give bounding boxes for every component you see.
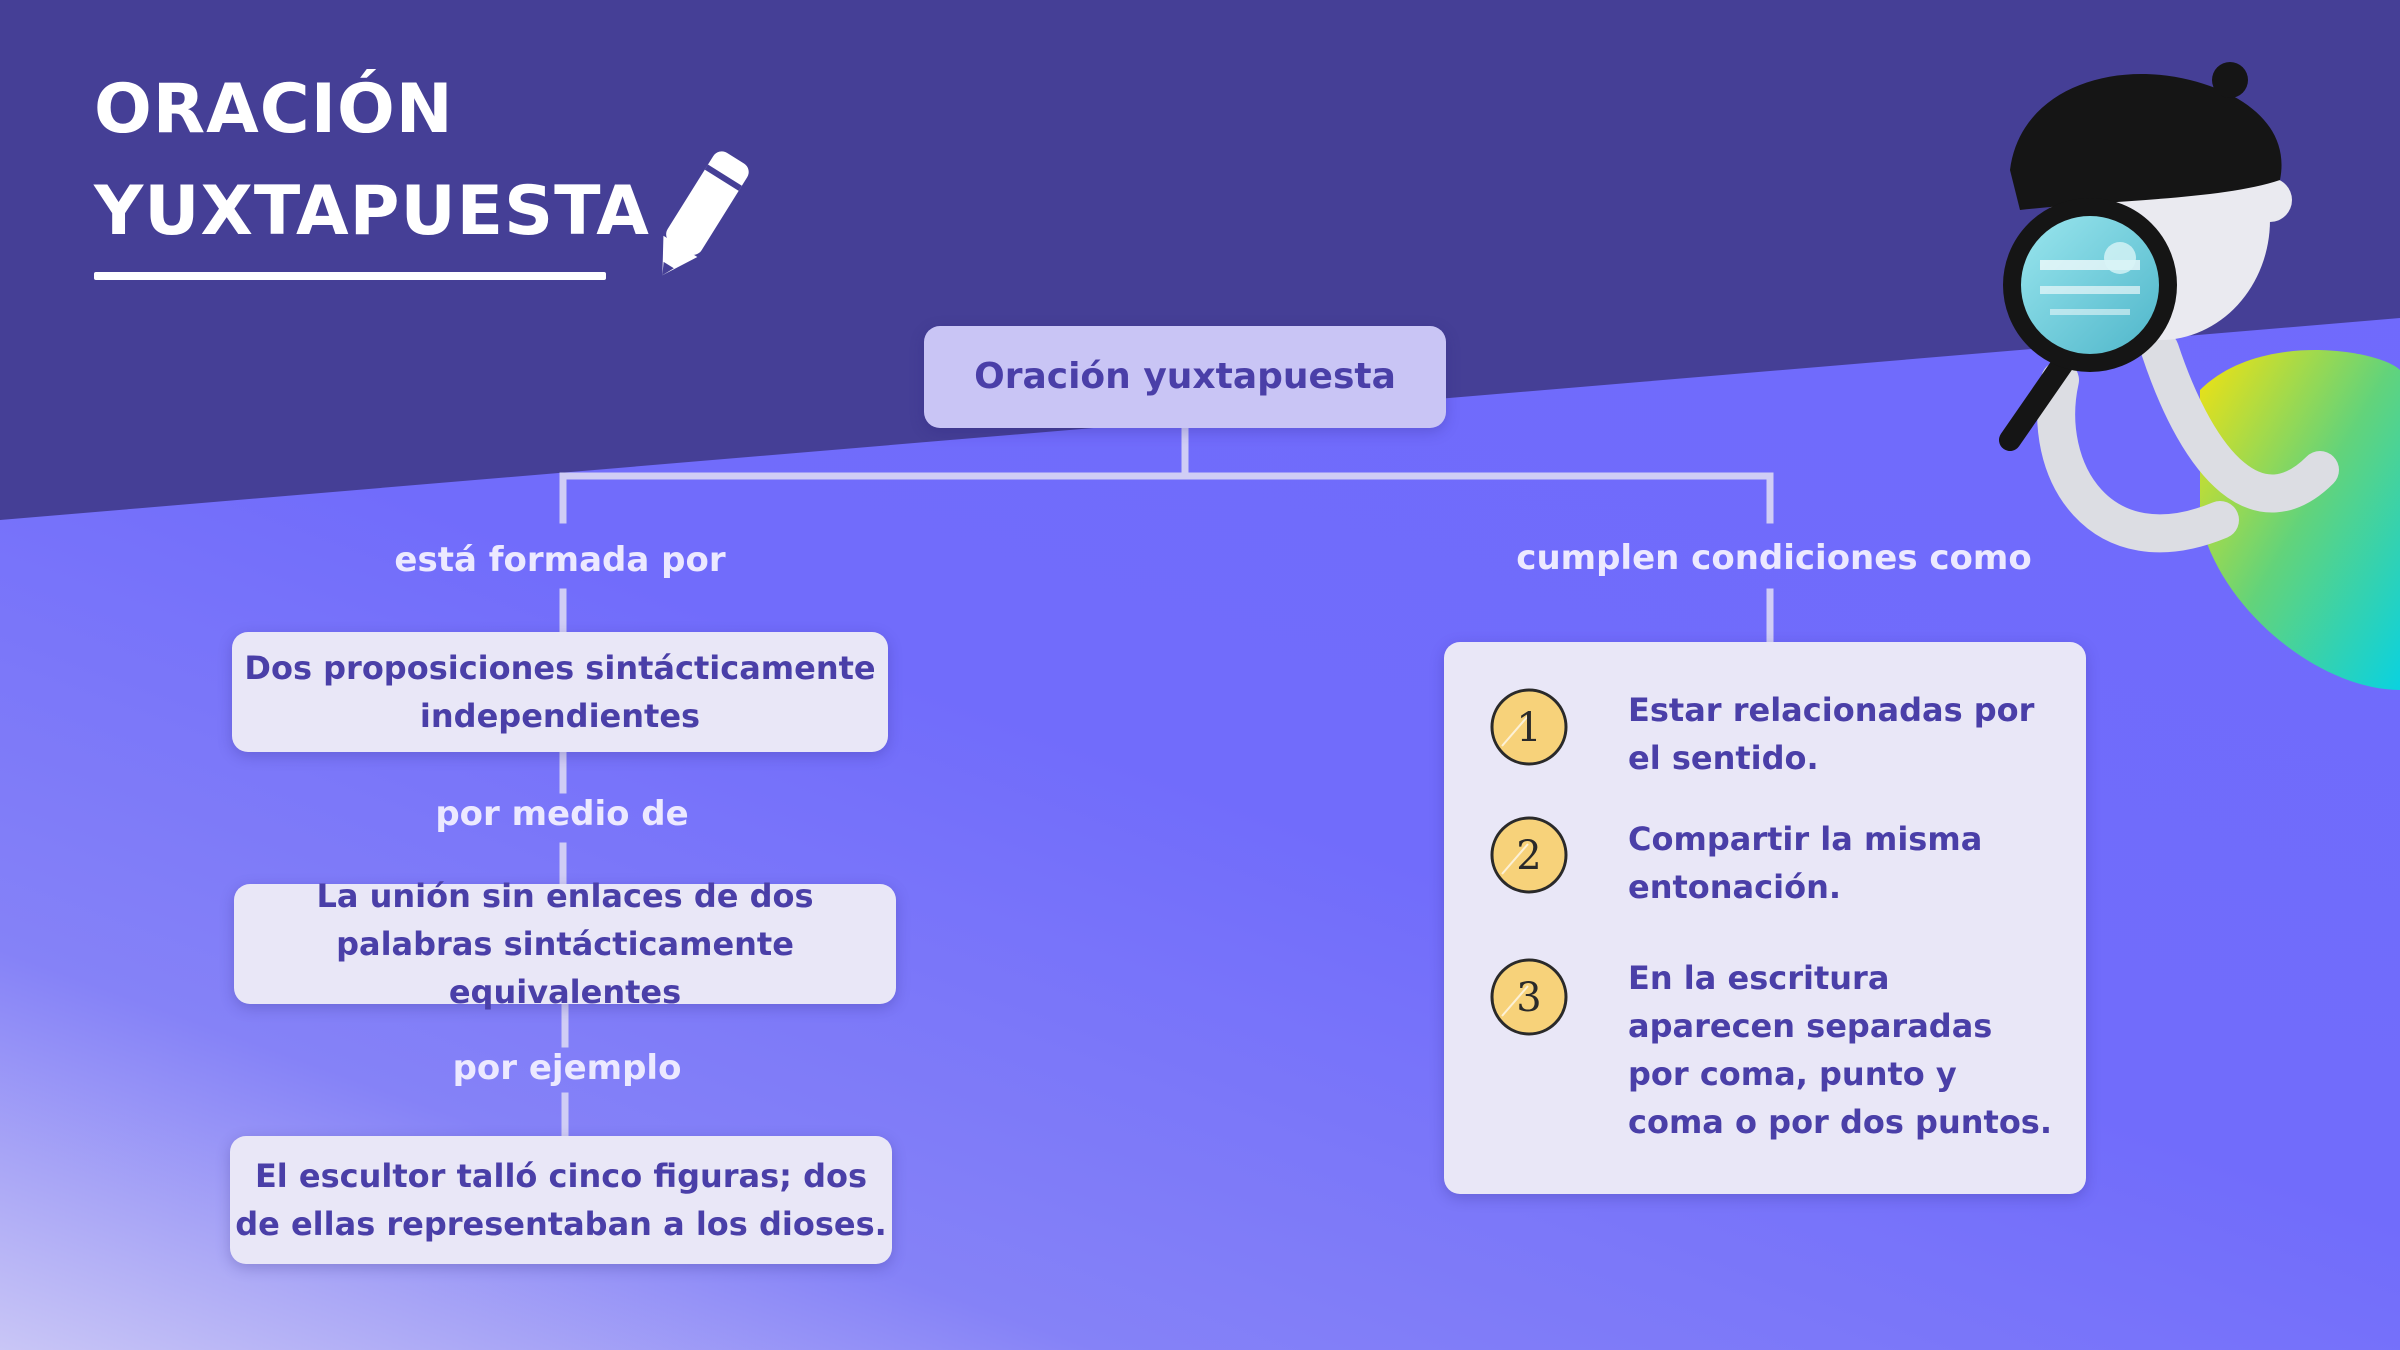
detective-illustration	[1999, 62, 2400, 690]
label-esta-formada-por: está formada por	[394, 540, 726, 580]
slide-title-line2: YUXTAPUESTA	[94, 172, 650, 251]
label-por-ejemplo: por ejemplo	[452, 1048, 682, 1088]
conditions-panel: 1 Estar relacionadas por el sentido. 2 C…	[1444, 642, 2086, 1194]
number-3-icon: 3	[1490, 958, 1568, 1036]
slide-title-line1: ORACIÓN	[94, 70, 454, 149]
box-ejemplo: El escultor talló cinco figuras; dos de …	[230, 1136, 892, 1264]
label-por-medio-de: por medio de	[435, 794, 689, 834]
condition-3-text: En la escritura aparecen separadas por c…	[1628, 959, 2052, 1141]
number-1-icon: 1	[1490, 688, 1568, 766]
root-node: Oración yuxtapuesta	[924, 326, 1446, 428]
box-proposiciones: Dos proposiciones sintácticamente indepe…	[232, 632, 888, 752]
number-2-icon: 2	[1490, 816, 1568, 894]
condition-1-text: Estar relacionadas por el sentido.	[1628, 691, 2035, 777]
number-2-text: 2	[1516, 833, 1541, 879]
box-union-sin-enlaces: La unión sin enlaces de dos palabras sin…	[234, 877, 896, 1011]
label-cumplen-condiciones: cumplen condiciones como	[1516, 538, 2032, 578]
pencil-icon	[662, 151, 749, 276]
condition-2-text: Compartir la misma entonación.	[1628, 820, 1983, 906]
title-underline	[94, 272, 606, 280]
number-3-text: 3	[1516, 975, 1541, 1021]
number-1-text: 1	[1516, 705, 1541, 751]
